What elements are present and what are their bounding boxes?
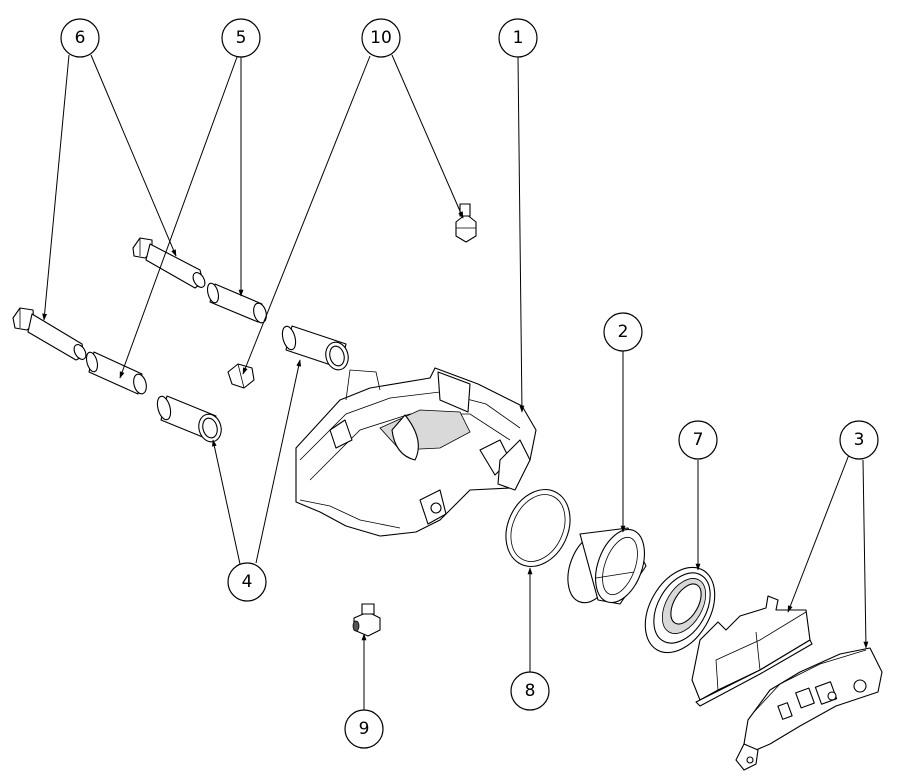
seal-ring-part	[505, 489, 571, 567]
balloon-1-label: 1	[513, 28, 524, 48]
balloon-2: 2	[603, 312, 643, 352]
balloon-9: 9	[344, 709, 384, 749]
balloon-6-label: 6	[75, 28, 86, 48]
fitting-part	[352, 603, 381, 637]
sleeve-upper-part	[281, 325, 349, 371]
balloon-3: 3	[839, 420, 879, 460]
bushing-upper-part	[206, 282, 267, 324]
piston-part	[567, 527, 647, 605]
balloon-5: 5	[221, 18, 261, 58]
balloon-4: 4	[227, 562, 267, 602]
balloon-6: 6	[60, 18, 100, 58]
balloon-1: 1	[498, 18, 538, 58]
balloon-7-label: 7	[693, 430, 704, 450]
balloon-9-label: 9	[359, 719, 370, 739]
balloon-10: 10	[361, 18, 401, 58]
dust-boot-part	[644, 566, 716, 654]
bushing-lower-part	[85, 351, 147, 395]
bolt-lower-part	[12, 307, 87, 361]
balloon-7: 7	[678, 420, 718, 460]
balloon-5-label: 5	[236, 28, 247, 48]
bleeder-screw-lower-part	[227, 363, 255, 389]
balloon-4-label: 4	[242, 572, 253, 592]
inner-brake-pad-part	[691, 595, 813, 707]
balloon-8: 8	[510, 671, 550, 711]
caliper-body-part	[295, 367, 537, 537]
bolt-upper-part	[132, 237, 206, 289]
leader-lines	[42, 54, 869, 710]
balloon-3-label: 3	[854, 430, 865, 450]
balloon-8-label: 8	[525, 681, 536, 701]
balloon-10-label: 10	[370, 28, 392, 48]
balloon-2-label: 2	[618, 322, 629, 342]
sleeve-lower-part	[156, 395, 222, 443]
outer-brake-pad-part	[735, 647, 883, 771]
